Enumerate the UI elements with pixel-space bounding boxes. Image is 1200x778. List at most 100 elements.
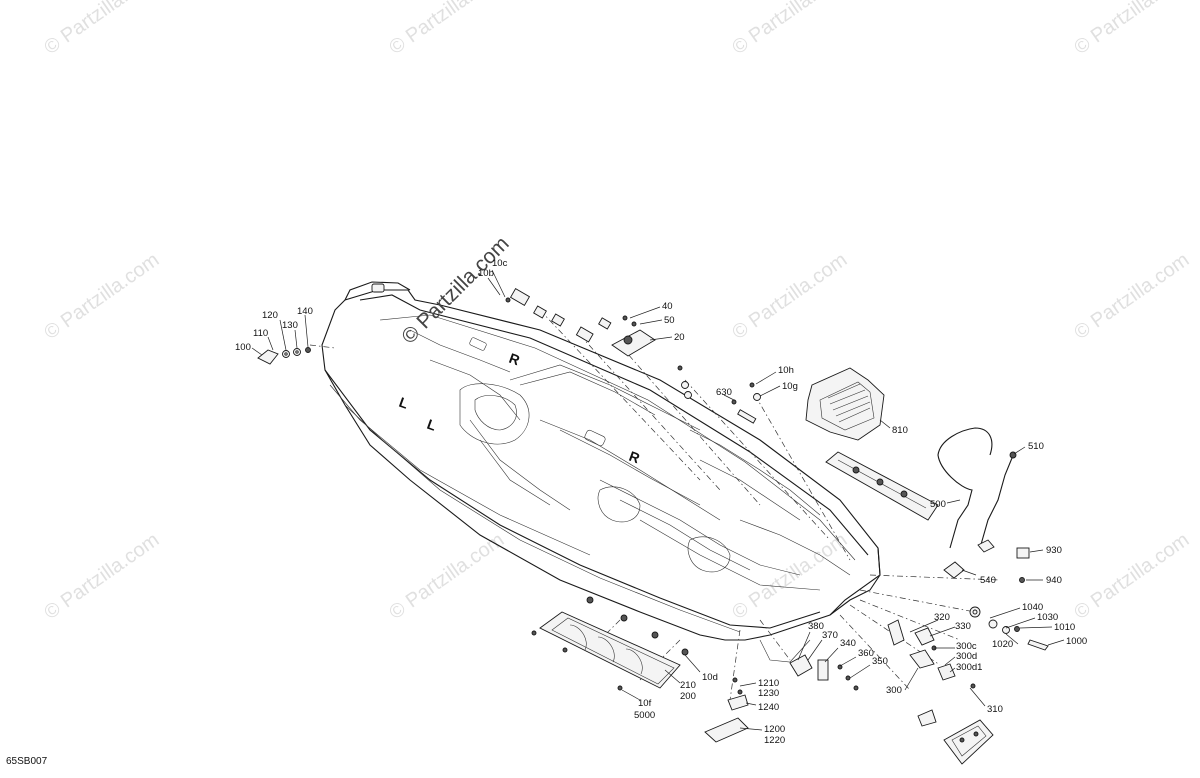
clamp — [977, 539, 995, 553]
watermark: © Partzilla.com — [1070, 529, 1193, 624]
hull-marking-left: L — [397, 394, 411, 412]
label-1030: 1030 — [1037, 612, 1058, 623]
label-810: 810 — [892, 425, 908, 436]
screw — [622, 315, 628, 321]
nose-hardware-group — [251, 314, 311, 365]
label-300d: 300d — [956, 651, 977, 662]
nut-part — [305, 347, 311, 353]
label-5000: 5000 — [634, 710, 655, 721]
label-130: 130 — [282, 320, 298, 331]
label-510: 510 — [1028, 441, 1044, 452]
label-1020: 1020 — [992, 639, 1013, 650]
label-320: 320 — [934, 612, 950, 623]
hose-group — [937, 427, 1026, 579]
bracket-10c — [509, 288, 531, 306]
bracket — [533, 305, 547, 319]
plate-1200 — [704, 717, 749, 743]
label-1010: 1010 — [1054, 622, 1075, 633]
screw — [853, 685, 859, 691]
washer-hole — [295, 350, 299, 354]
label-940: 940 — [1046, 575, 1062, 586]
watermark: © Partzilla.com — [385, 0, 508, 59]
grate-fastener — [651, 631, 659, 639]
watermark: © Partzilla.com — [40, 249, 163, 344]
clip-330 — [914, 627, 935, 646]
clip — [684, 391, 692, 399]
washer — [1002, 626, 1010, 634]
label-930: 930 — [1046, 545, 1062, 556]
screw — [631, 321, 637, 327]
label-140: 140 — [297, 306, 313, 317]
plate-group-right — [943, 719, 994, 765]
clip — [681, 381, 689, 389]
screw-940 — [1019, 577, 1025, 583]
fastener-group-10h — [677, 365, 781, 424]
screw-350 — [845, 675, 851, 681]
diagram-code: 65SB007 — [6, 756, 48, 767]
label-210: 210 — [680, 680, 696, 691]
label-1000: 1000 — [1066, 636, 1087, 647]
plug-1000 — [1027, 639, 1049, 651]
plate-screw — [959, 737, 965, 743]
bracket-320 — [887, 619, 905, 646]
bracket-part — [257, 349, 279, 365]
screw-360 — [837, 664, 843, 670]
hardware-group-1210 — [704, 677, 763, 743]
watermark: © Partzilla.com — [40, 0, 163, 59]
screw — [732, 677, 738, 683]
label-120: 120 — [262, 310, 278, 321]
label-50: 50 — [664, 315, 675, 326]
watermark: © Partzilla.com — [1070, 249, 1193, 344]
part-300d — [937, 663, 956, 681]
label-1240: 1240 — [758, 702, 779, 713]
label-1220: 1220 — [764, 735, 785, 746]
label-1210: 1210 — [758, 678, 779, 689]
label-300c: 300c — [956, 641, 977, 652]
label-500: 500 — [930, 499, 946, 510]
hull-marking-left: L — [425, 416, 439, 434]
label-300: 300 — [886, 685, 902, 696]
watermark-center: © Partzilla.com — [397, 232, 513, 348]
fastener — [623, 335, 633, 345]
hull-marking-right: R — [507, 350, 522, 368]
strip-630 — [737, 409, 757, 424]
screw — [737, 689, 743, 695]
label-1040: 1040 — [1022, 602, 1043, 613]
label-10d: 10d — [702, 672, 718, 683]
watermark: © Partzilla.com — [385, 529, 508, 624]
screw — [749, 382, 755, 388]
drain-group-930 — [1016, 547, 1044, 583]
label-540: 540 — [980, 575, 996, 586]
bracket-340 — [817, 659, 829, 681]
screw — [505, 297, 511, 303]
watermark: © Partzilla.com — [728, 249, 851, 344]
fitting-group-1000 — [969, 606, 1065, 651]
screw — [617, 685, 623, 691]
grate-fastener — [620, 614, 628, 622]
screw — [677, 365, 683, 371]
hull-fill-cap — [371, 283, 385, 293]
label-10h: 10h — [778, 365, 794, 376]
grille-screw — [876, 478, 884, 486]
label-10f: 10f — [638, 698, 652, 709]
label-370: 370 — [822, 630, 838, 641]
bracket-20 — [611, 329, 656, 357]
screw — [562, 647, 568, 653]
label-310: 310 — [987, 704, 1003, 715]
washer — [988, 619, 998, 629]
screw — [531, 630, 537, 636]
grille-screw — [852, 466, 860, 474]
hull-marking-right: R — [627, 448, 642, 466]
label-10b: 10b — [478, 268, 494, 279]
grille-screw — [900, 490, 908, 498]
bracket — [575, 326, 594, 343]
label-20: 20 — [674, 332, 685, 343]
sensor-380 — [789, 654, 813, 677]
label-340: 340 — [840, 638, 856, 649]
watermark-layer: © Partzilla.com © Partzilla.com © Partzi… — [40, 0, 1193, 624]
label-1230: 1230 — [758, 688, 779, 699]
bracket — [551, 313, 565, 327]
label-110: 110 — [253, 328, 268, 339]
